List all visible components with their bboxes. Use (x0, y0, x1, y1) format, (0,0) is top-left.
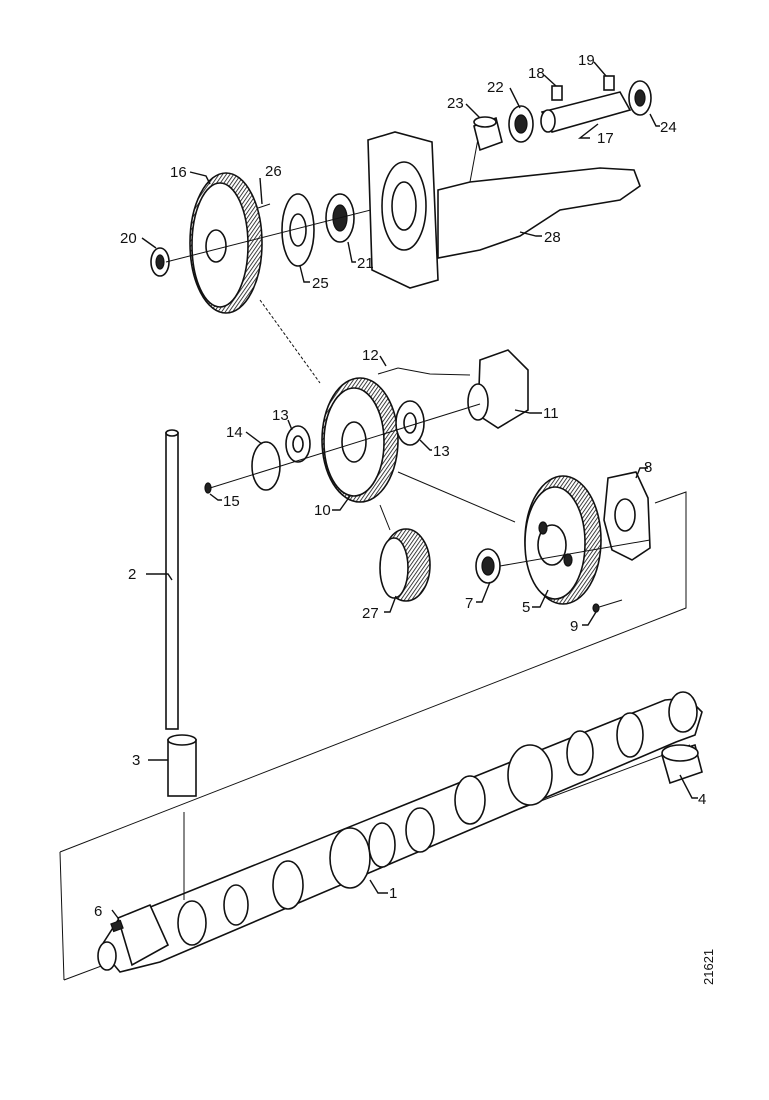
idler-hub (467, 349, 529, 429)
drawing-code: 21621 (701, 949, 716, 985)
camshaft-gear (524, 475, 602, 605)
flange-screw (592, 599, 623, 613)
shaft-bearing (508, 105, 534, 143)
label-part-16: 16 (170, 164, 187, 181)
label-part-7: 7 (465, 595, 473, 612)
label-part-28: 28 (544, 229, 561, 246)
tappet (167, 734, 197, 797)
drive-housing (367, 127, 641, 289)
label-part-9: 9 (570, 618, 578, 635)
label-part-4: 4 (698, 791, 706, 808)
part-labels: 1 2 3 4 5 6 7 8 9 10 11 12 13 13 14 15 1… (94, 52, 706, 920)
label-part-10: 10 (314, 502, 331, 519)
label-part-18: 18 (528, 65, 545, 82)
needle-bearing (379, 528, 431, 602)
pin-18 (551, 85, 563, 101)
label-part-25: 25 (312, 275, 329, 292)
washer-left (285, 425, 311, 463)
label-part-14: 14 (226, 424, 243, 441)
label-part-21: 21 (357, 255, 374, 272)
thrust-flange (603, 471, 651, 561)
gear-nut (475, 548, 501, 584)
label-part-22: 22 (487, 79, 504, 96)
label-part-15: 15 (223, 493, 240, 510)
thrust-plate (251, 441, 281, 491)
label-part-8: 8 (644, 459, 652, 476)
shaft-seal (628, 80, 652, 116)
push-rod (165, 429, 179, 730)
leader-lines (111, 61, 698, 919)
label-part-11: 11 (543, 405, 559, 422)
label-part-1: 1 (389, 885, 397, 902)
label-part-20: 20 (120, 230, 137, 247)
pin-19 (603, 75, 615, 91)
drive-gear (189, 172, 263, 314)
hub-bolt (377, 367, 399, 375)
label-part-6: 6 (94, 903, 102, 920)
drive-nut (150, 247, 170, 277)
label-part-3: 3 (132, 752, 140, 769)
label-part-24: 24 (660, 119, 677, 136)
label-part-17: 17 (597, 130, 614, 147)
bearing-bush (661, 743, 703, 785)
label-part-26: 26 (265, 163, 282, 180)
drive-bolt (257, 203, 271, 209)
label-part-27: 27 (362, 605, 379, 622)
lock-plate (281, 193, 315, 267)
drive-shaft (540, 91, 632, 133)
label-part-13-right: 13 (433, 443, 450, 460)
camshaft (97, 691, 703, 973)
label-part-2: 2 (128, 566, 136, 583)
label-part-13-left: 13 (272, 407, 289, 424)
washer-right (395, 400, 425, 446)
bushing (473, 116, 503, 152)
idler-gear (321, 377, 399, 503)
label-part-12: 12 (362, 347, 379, 364)
label-part-23: 23 (447, 95, 464, 112)
label-part-19: 19 (578, 52, 595, 69)
label-part-5: 5 (522, 599, 530, 616)
